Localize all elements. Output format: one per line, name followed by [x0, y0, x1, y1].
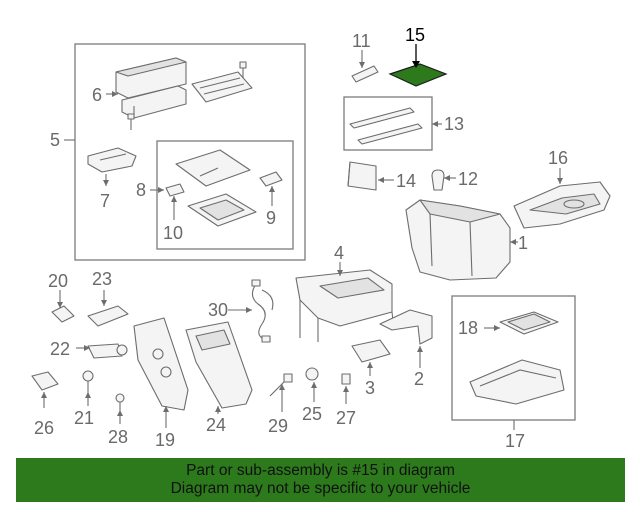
part-7-bracket[interactable] — [87, 147, 137, 173]
group-box-8 — [156, 140, 294, 250]
callout-18[interactable]: 18 — [458, 318, 478, 338]
callout-15-highlighted[interactable]: 15 — [405, 25, 425, 45]
part-6-armrest-lid[interactable] — [115, 57, 187, 119]
part-9-clip[interactable] — [259, 171, 283, 187]
part-8-tray-upper[interactable] — [175, 149, 251, 187]
part-3-bracket[interactable] — [351, 339, 391, 363]
part-5-screw[interactable] — [127, 113, 135, 130]
part-6-hinge-bracket[interactable] — [191, 71, 253, 103]
callout-11[interactable]: 11 — [352, 31, 371, 51]
callout-28[interactable]: 28 — [108, 427, 128, 447]
part-15-mat-highlighted[interactable] — [388, 63, 448, 87]
callout-29[interactable]: 29 — [268, 416, 288, 436]
callout-27[interactable]: 27 — [336, 408, 356, 428]
callout-23[interactable]: 23 — [92, 269, 112, 289]
part-30-wire-harness[interactable] — [251, 279, 274, 343]
part-24-side-panel[interactable] — [185, 321, 253, 409]
part-8-tray-lower[interactable] — [187, 193, 257, 227]
callout-8[interactable]: 8 — [136, 180, 146, 200]
part-2-bracket[interactable] — [379, 309, 433, 345]
banner-line-2: Diagram may not be specific to your vehi… — [170, 480, 471, 497]
callout-26[interactable]: 26 — [34, 418, 54, 438]
callout-3[interactable]: 3 — [365, 378, 375, 398]
callout-2[interactable]: 2 — [414, 369, 424, 389]
part-26-clip[interactable] — [31, 371, 59, 391]
part-21-fastener[interactable] — [82, 370, 94, 392]
group-box-5 — [74, 43, 306, 261]
callout-6[interactable]: 6 — [92, 85, 102, 105]
part-20-clip[interactable] — [51, 305, 75, 323]
part-13-strips[interactable] — [349, 107, 423, 145]
callout-13[interactable]: 13 — [444, 114, 464, 134]
callout-9[interactable]: 9 — [266, 208, 276, 228]
part-25-grommet[interactable] — [305, 367, 319, 381]
callout-30[interactable]: 30 — [208, 300, 228, 320]
callout-numbers: 1 2 3 4 5 6 7 8 9 10 11 12 13 14 15 16 1… — [34, 25, 568, 451]
part-23-switch[interactable] — [87, 305, 129, 327]
part-4-console-frame[interactable] — [295, 269, 395, 342]
info-banner: Part or sub-assembly is #15 in diagram D… — [16, 458, 625, 502]
callout-1[interactable]: 1 — [518, 233, 528, 253]
part-14-pad[interactable] — [347, 161, 377, 191]
callout-24[interactable]: 24 — [206, 415, 226, 435]
callout-5[interactable]: 5 — [50, 130, 60, 150]
callout-16[interactable]: 16 — [548, 148, 568, 168]
part-17-tray[interactable] — [469, 359, 565, 405]
part-28-fastener[interactable] — [115, 393, 125, 410]
callout-22[interactable]: 22 — [50, 339, 70, 359]
part-27-clip[interactable] — [341, 373, 351, 385]
callout-25[interactable]: 25 — [302, 404, 322, 424]
callout-7[interactable]: 7 — [100, 191, 110, 211]
callout-19[interactable]: 19 — [155, 430, 175, 450]
arrowheads — [41, 62, 563, 416]
part-1-console-body[interactable] — [405, 199, 511, 281]
part-12-clip[interactable] — [431, 169, 445, 191]
callout-21[interactable]: 21 — [74, 408, 94, 428]
banner-line-1: Part or sub-assembly is #15 in diagram — [186, 462, 455, 479]
part-11-pad[interactable] — [351, 65, 379, 83]
callout-20[interactable]: 20 — [48, 271, 68, 291]
part-18-tray[interactable] — [499, 311, 559, 335]
part-19-side-panel[interactable] — [133, 317, 189, 411]
callout-17[interactable]: 17 — [505, 431, 525, 451]
callout-12[interactable]: 12 — [458, 169, 478, 189]
callout-10[interactable]: 10 — [163, 223, 183, 243]
part-16-cup-holder[interactable] — [513, 181, 611, 229]
callout-14[interactable]: 14 — [396, 171, 416, 191]
part-22-socket[interactable] — [87, 343, 128, 359]
leader-15-highlighted — [412, 44, 420, 68]
part-10-clip[interactable] — [165, 183, 185, 197]
callout-4[interactable]: 4 — [334, 243, 344, 263]
part-6-screw[interactable] — [239, 61, 247, 78]
part-29-connector[interactable] — [269, 373, 293, 397]
